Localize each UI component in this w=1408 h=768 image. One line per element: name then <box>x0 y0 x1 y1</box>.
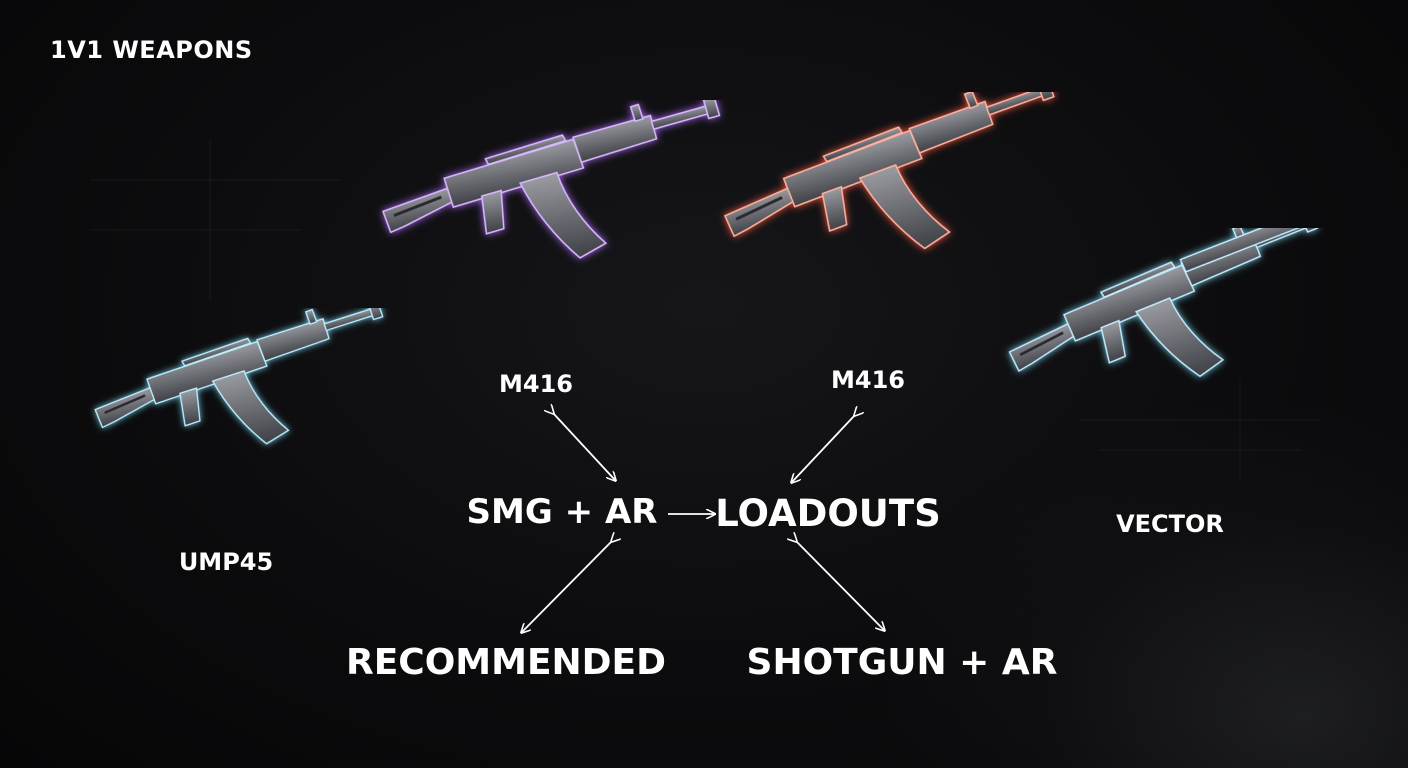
weapon-label-ump45: UMP45 <box>178 548 274 576</box>
shotgun-ar-node: SHOTGUN + AR <box>746 642 1058 683</box>
smg-ar-node: SMG + AR <box>466 492 658 532</box>
loadouts-node: LOADOUTS <box>715 492 941 535</box>
vector-rifle-image <box>996 228 1350 427</box>
weapon-label-m416-left: M416 <box>499 370 573 398</box>
arrow-m416-left-to-smg <box>553 413 615 480</box>
weapon-label-vector: VECTOR <box>1116 510 1224 538</box>
arrow-loadouts-to-shotgun <box>796 541 884 630</box>
arrow-smg-to-recommended <box>522 541 612 632</box>
arrow-m416-right-to-loadouts <box>792 415 855 482</box>
recommended-node: RECOMMENDED <box>345 642 667 683</box>
weapon-label-m416-right: M416 <box>831 366 905 394</box>
page-title: 1V1 WEAPONS <box>50 36 253 64</box>
